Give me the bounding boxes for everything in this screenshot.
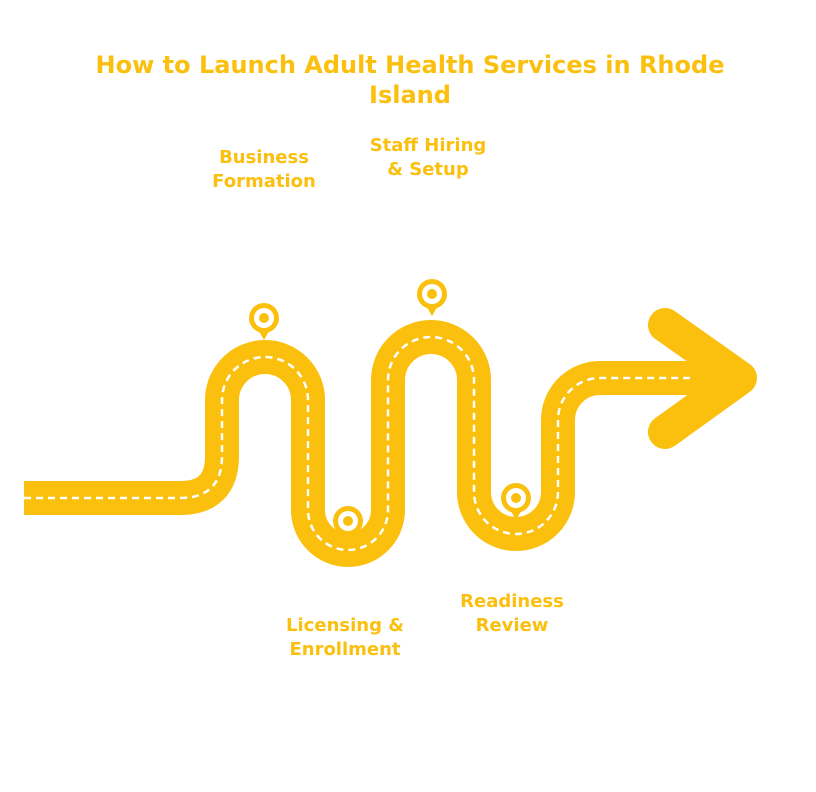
milestone-label-staff-hiring: Staff Hiring & Setup: [369, 135, 487, 180]
map-pin-icon: [417, 279, 447, 316]
map-pin-icon: [333, 506, 363, 543]
map-pin-icon: [501, 483, 531, 520]
milestone-label-licensing: Licensing & Enrollment: [286, 615, 404, 660]
road: [24, 320, 745, 567]
diagram-title: How to Launch Adult Health Services in R…: [95, 51, 725, 109]
road-center-line: [24, 335, 690, 552]
arrow-right-icon: [648, 308, 757, 449]
milestone-label-readiness-review: Readiness Review: [460, 591, 564, 636]
map-pin-icon: [249, 303, 279, 340]
milestone-label-business-formation: Business Formation: [212, 147, 316, 192]
